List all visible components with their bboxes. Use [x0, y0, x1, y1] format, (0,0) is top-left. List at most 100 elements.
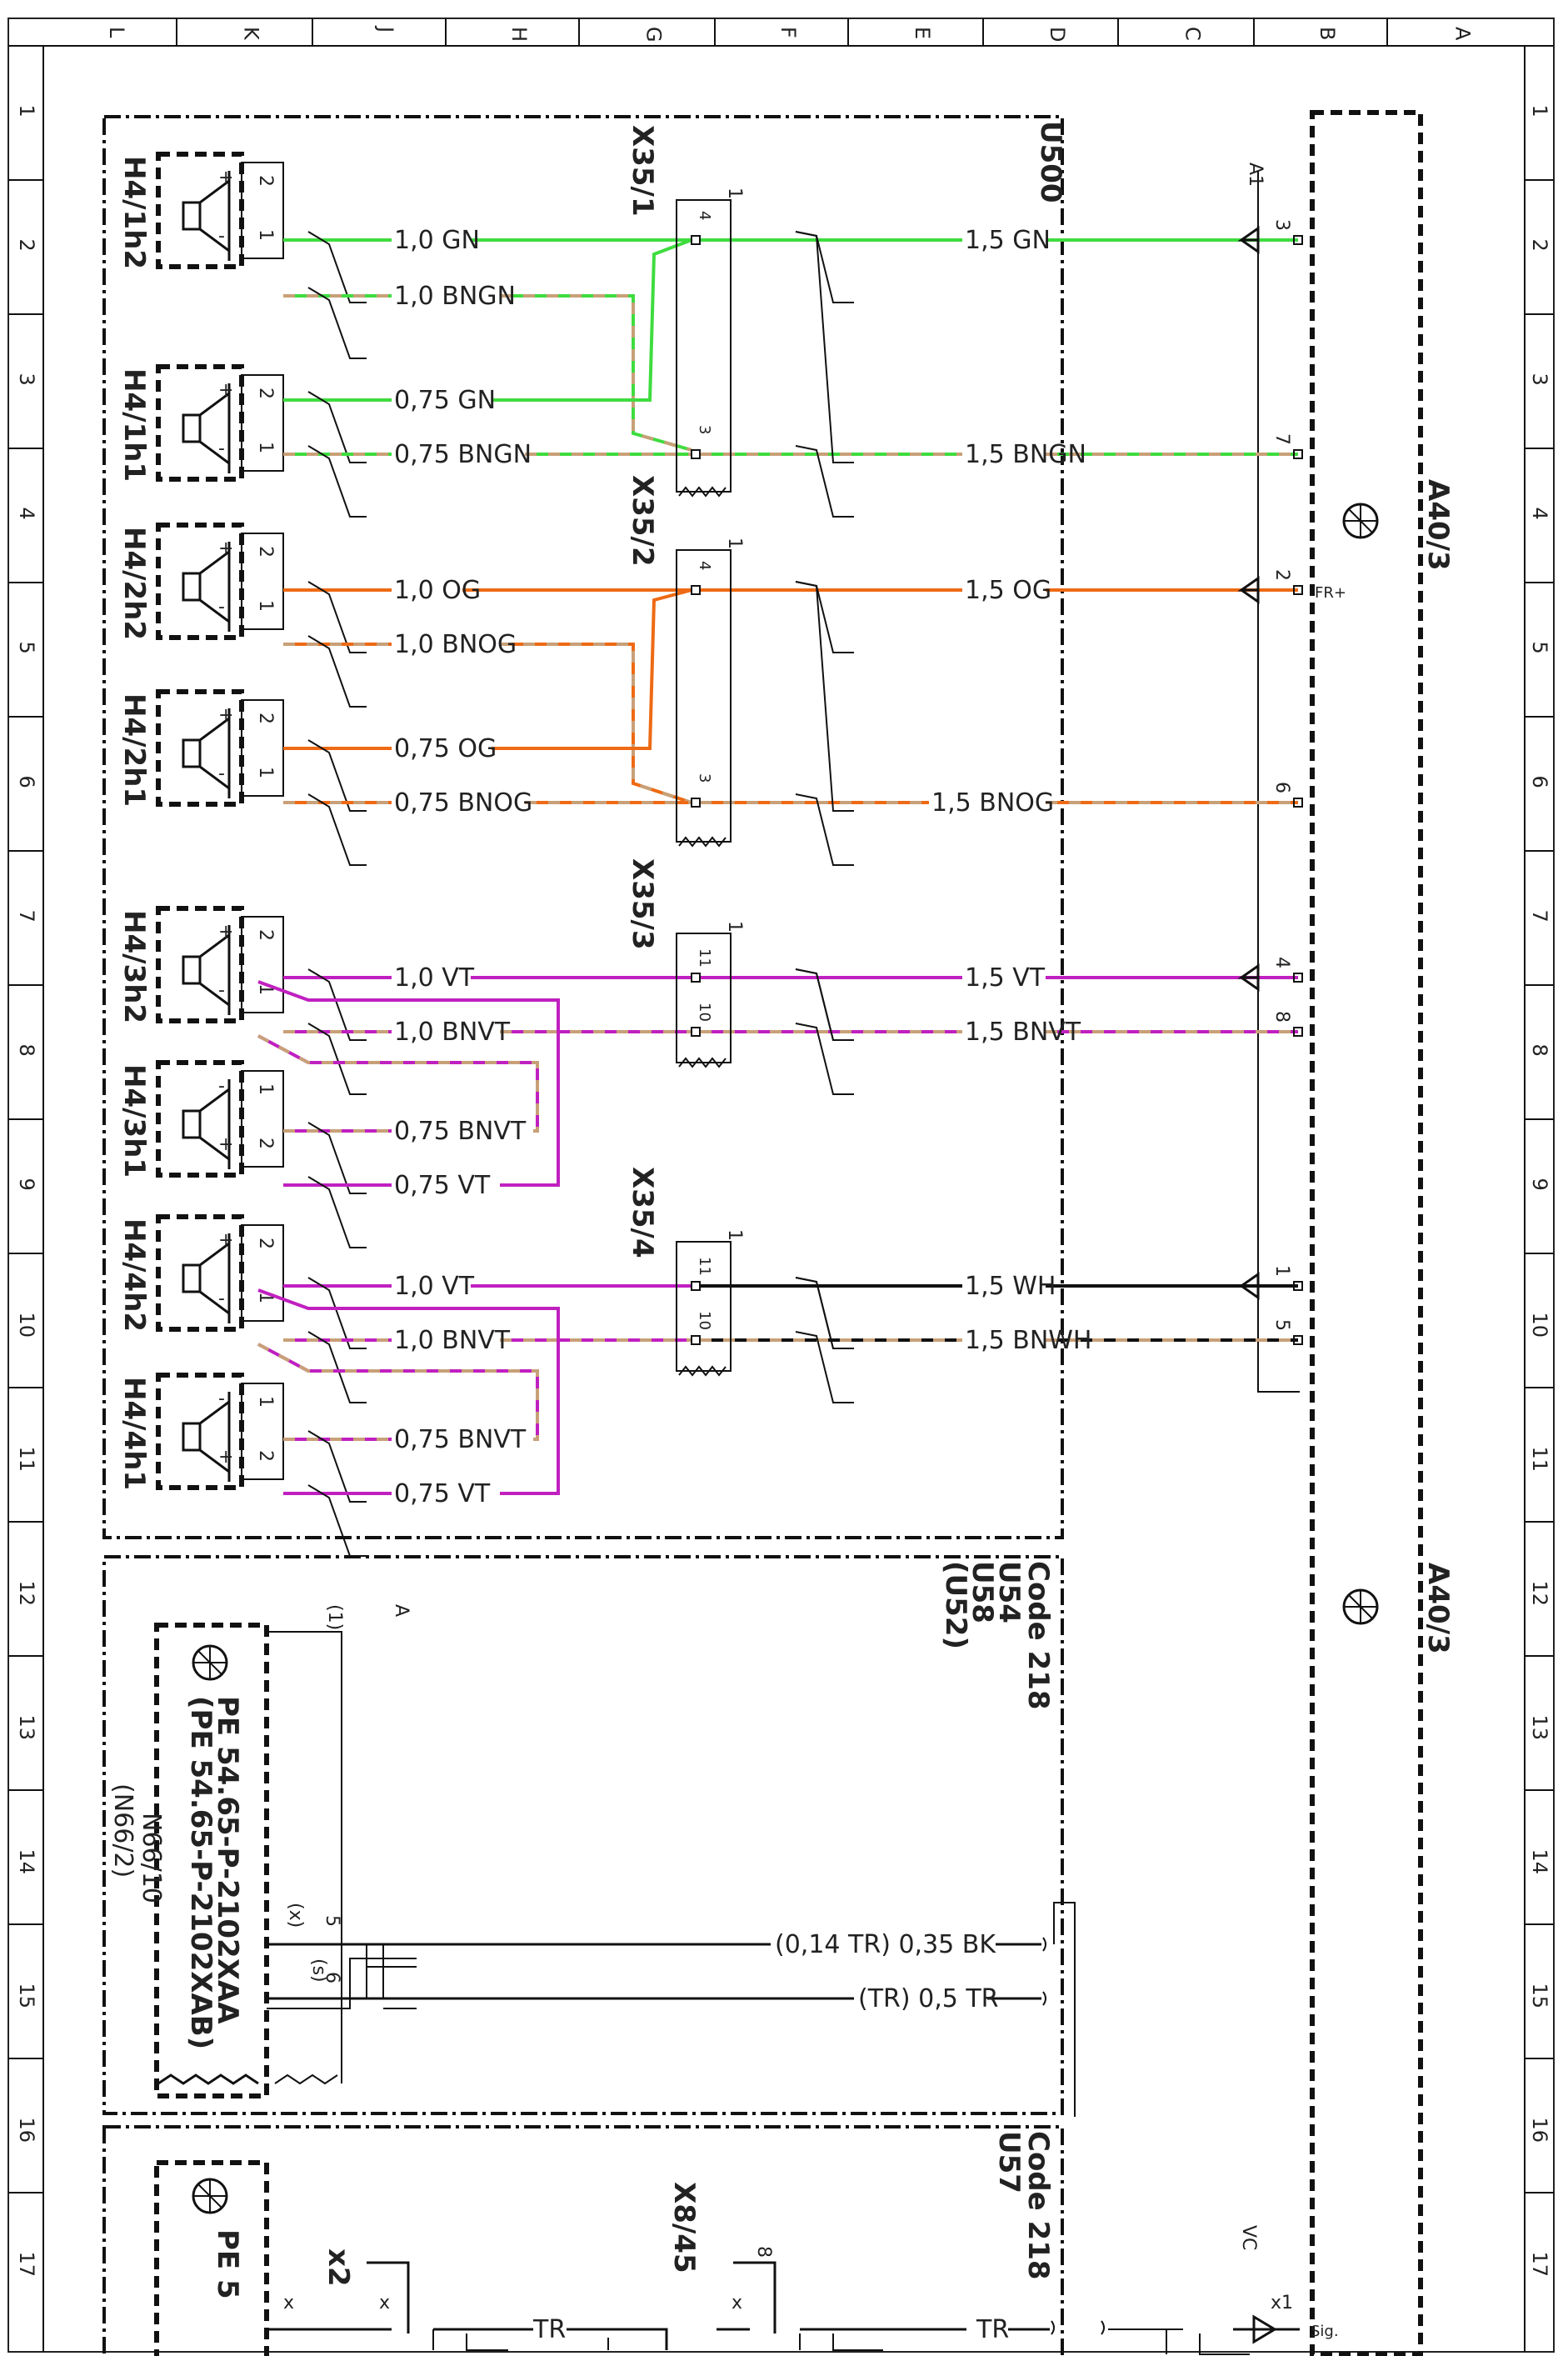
svg-text:6: 6	[322, 1972, 342, 1983]
speaker-label: H4/3h2	[117, 910, 151, 1023]
pin-mark	[691, 798, 701, 808]
speaker-label: H4/2h2	[117, 527, 151, 640]
wire-label-right: 1,5 BNOG	[931, 788, 1054, 818]
connector-label: X35/1	[626, 125, 659, 217]
pin-mark	[691, 585, 701, 595]
transistor-icon	[192, 2178, 228, 2214]
grid-row-label: 5	[15, 642, 38, 654]
grid-row-label: 9	[1528, 1178, 1551, 1191]
grid-row-label: 12	[15, 1581, 38, 1607]
wire-shield	[307, 1023, 367, 1095]
speaker-pin: 2	[255, 1450, 276, 1462]
speaker-pin: 1	[255, 1083, 276, 1095]
code218-u54-box	[102, 1555, 1064, 2115]
grid-col-label: A	[1451, 27, 1475, 41]
connector-pin: 4	[696, 211, 713, 220]
speaker-pin: 2	[255, 1238, 276, 1249]
speaker-label: H4/4h2	[117, 1218, 151, 1332]
n66-2-label: (N66/2)	[108, 1783, 137, 1878]
wire-label-left: 1,0 GN	[394, 226, 480, 255]
grid-row-label: 15	[1528, 1983, 1551, 2009]
grid-row-label: 9	[15, 1178, 38, 1191]
wire-label-left: 1,0 VT	[394, 1272, 475, 1301]
code218-u57-box	[102, 2125, 1064, 2356]
grid-row-label: 11	[1528, 1447, 1551, 1473]
svg-text:x1: x1	[1271, 2293, 1293, 2313]
wire-shield	[795, 1277, 854, 1349]
speaker-polarity: -	[218, 1388, 225, 1409]
connector-pin: 4	[696, 561, 713, 570]
ground-arrow-icon	[1237, 226, 1260, 254]
connector-body	[676, 549, 732, 843]
a1-label: A1	[1245, 163, 1266, 187]
grid-row-label: 1	[1528, 105, 1551, 118]
pe-ref-1: PE 54.65-P-2102XAA	[211, 1696, 244, 2024]
speaker-polarity: +	[218, 1447, 233, 1468]
pin-mark	[1293, 235, 1303, 245]
fr-plus-label: FR+	[1315, 584, 1346, 602]
svg-text:TR: TR	[976, 2315, 1009, 2344]
grid-row-label: 8	[1528, 1044, 1551, 1057]
ground-arrow-icon	[1237, 1272, 1260, 1300]
wire	[492, 588, 692, 750]
svg-text:(1): (1)	[324, 1604, 345, 1630]
connector-pin: 3	[696, 773, 713, 783]
grid-row-label: 17	[15, 2252, 38, 2278]
wire-label-left: 1,0 BNVT	[394, 1326, 511, 1355]
connector-body	[241, 1383, 284, 1480]
a40-pin: 4	[1271, 957, 1292, 968]
grid-col-label: G	[642, 27, 666, 43]
wire-shield	[307, 581, 367, 653]
wire-label-left: 1,0 OG	[394, 576, 481, 605]
svg-text:(x): (x)	[285, 1903, 306, 1928]
wire-label-right: 1,5 BNGN	[965, 440, 1086, 469]
wire-shield	[795, 793, 854, 866]
wire-label-right: 1,5 GN	[965, 226, 1051, 255]
wire-shield	[307, 1484, 367, 1557]
grid-col-label: D	[1046, 27, 1069, 42]
grid-row-label: 8	[15, 1044, 38, 1057]
transistor-icon	[1342, 503, 1379, 539]
speaker-label: H4/1h2	[117, 156, 151, 269]
grid-row-label: 6	[15, 776, 38, 788]
grid-row-label: 7	[1528, 910, 1551, 923]
wire-shield	[307, 287, 367, 359]
wire-label-left: 0,75 VT	[394, 1479, 491, 1508]
connector-label: X35/3	[626, 858, 659, 950]
ground-arrow-icon	[1237, 963, 1260, 992]
speaker-pin: 1	[255, 1396, 276, 1408]
speaker-pin: 2	[255, 713, 276, 724]
connector-pin: 10	[696, 1003, 713, 1022]
speaker-label: H4/4h1	[117, 1377, 151, 1490]
speaker-pin: 2	[255, 175, 276, 187]
grid-col-label: H	[507, 27, 531, 42]
pin-mark	[1293, 449, 1303, 459]
connector-body	[676, 933, 732, 1063]
wire-label-right: 1,5 OG	[965, 576, 1051, 605]
grid-row-label: 2	[1528, 239, 1551, 252]
wire-shield	[795, 231, 854, 303]
connector-pin: 10	[696, 1311, 713, 1330]
wire-label-left: 0,75 BNVT	[394, 1117, 527, 1146]
speaker-pin: 2	[255, 546, 276, 558]
x2-label: x2	[322, 2248, 355, 2287]
a40-pin: 1	[1271, 1265, 1292, 1277]
code218-b-label: Code 218	[1021, 2131, 1055, 2280]
wire-shield	[307, 1277, 367, 1349]
wire-label-left: 1,0 BNGN	[394, 282, 516, 311]
svg-text:(s): (s)	[308, 1958, 329, 1983]
a40-pin: 5	[1271, 1319, 1292, 1331]
connector-break	[678, 1057, 727, 1068]
wire-shield	[307, 1331, 367, 1403]
wire-shield	[795, 968, 854, 1041]
svg-text:A: A	[391, 1604, 412, 1617]
wire-shield	[307, 391, 367, 463]
sig-label: Sig.	[1311, 2323, 1339, 2340]
connector-pin: 11	[696, 948, 713, 968]
pin-mark	[691, 235, 701, 245]
